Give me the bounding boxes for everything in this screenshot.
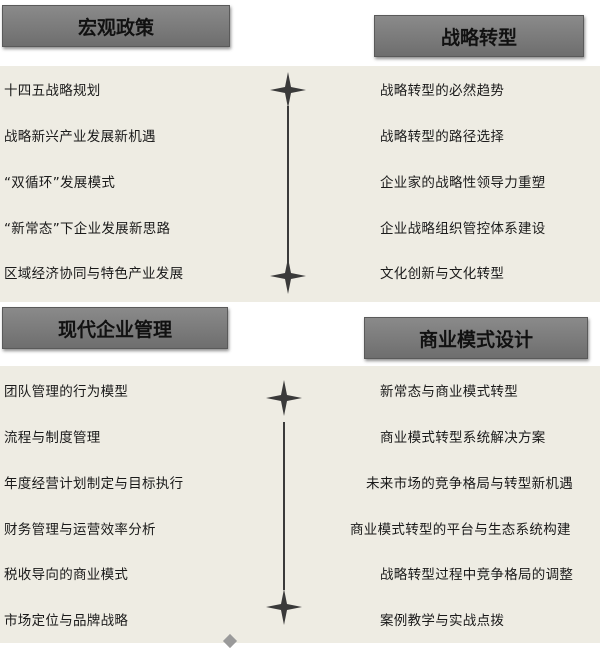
banner-title: 宏观政策: [77, 16, 154, 39]
connector-line: [287, 106, 289, 264]
section-band-top: [0, 66, 600, 302]
section-band-bottom: [0, 366, 600, 643]
list-item: 团队管理的行为模型: [4, 384, 129, 400]
banner-title: 商业模式设计: [418, 328, 533, 351]
list-item: 流程与制度管理: [4, 430, 101, 446]
four-point-star-icon: [266, 589, 302, 625]
list-item: 十四五战略规划: [4, 83, 101, 99]
four-point-star-icon: [266, 380, 302, 416]
list-item: 文化创新与文化转型: [380, 266, 505, 282]
banner-strategic-transformation: 战略转型: [374, 15, 584, 57]
banner-title: 现代企业管理: [57, 318, 172, 341]
list-item: 未来市场的竞争格局与转型新机遇: [366, 476, 573, 492]
list-item: 战略转型的必然趋势: [380, 83, 505, 99]
list-item: 案例教学与实战点拨: [380, 613, 505, 629]
list-item: “双循环”发展模式: [4, 175, 116, 191]
list-item: 税收导向的商业模式: [4, 567, 129, 583]
list-item: 商业模式转型系统解决方案: [380, 430, 546, 446]
list-item: 企业家的战略性领导力重塑: [380, 175, 546, 191]
connector-line: [283, 422, 285, 590]
list-item: 市场定位与品牌战略: [4, 613, 129, 629]
list-item: “新常态”下企业发展新思路: [4, 221, 171, 237]
list-item: 年度经营计划制定与目标执行: [4, 476, 184, 492]
banner-title: 战略转型: [440, 26, 517, 49]
list-item: 商业模式转型的平台与生态系统构建: [350, 522, 571, 538]
list-item: 财务管理与运营效率分析: [4, 522, 156, 538]
banner-modern-management: 现代企业管理: [2, 307, 228, 349]
banner-business-model: 商业模式设计: [364, 317, 588, 359]
four-point-star-icon: [270, 72, 306, 108]
four-point-star-icon: [270, 258, 306, 294]
banner-macro-policy: 宏观政策: [2, 5, 230, 47]
list-item: 新常态与商业模式转型: [380, 384, 518, 400]
list-item: 战略新兴产业发展新机遇: [4, 129, 156, 145]
list-item: 战略转型的路径选择: [380, 129, 505, 145]
list-item: 企业战略组织管控体系建设: [380, 221, 546, 237]
list-item: 战略转型过程中竞争格局的调整: [380, 567, 574, 583]
list-item: 区域经济协同与特色产业发展: [4, 266, 184, 282]
